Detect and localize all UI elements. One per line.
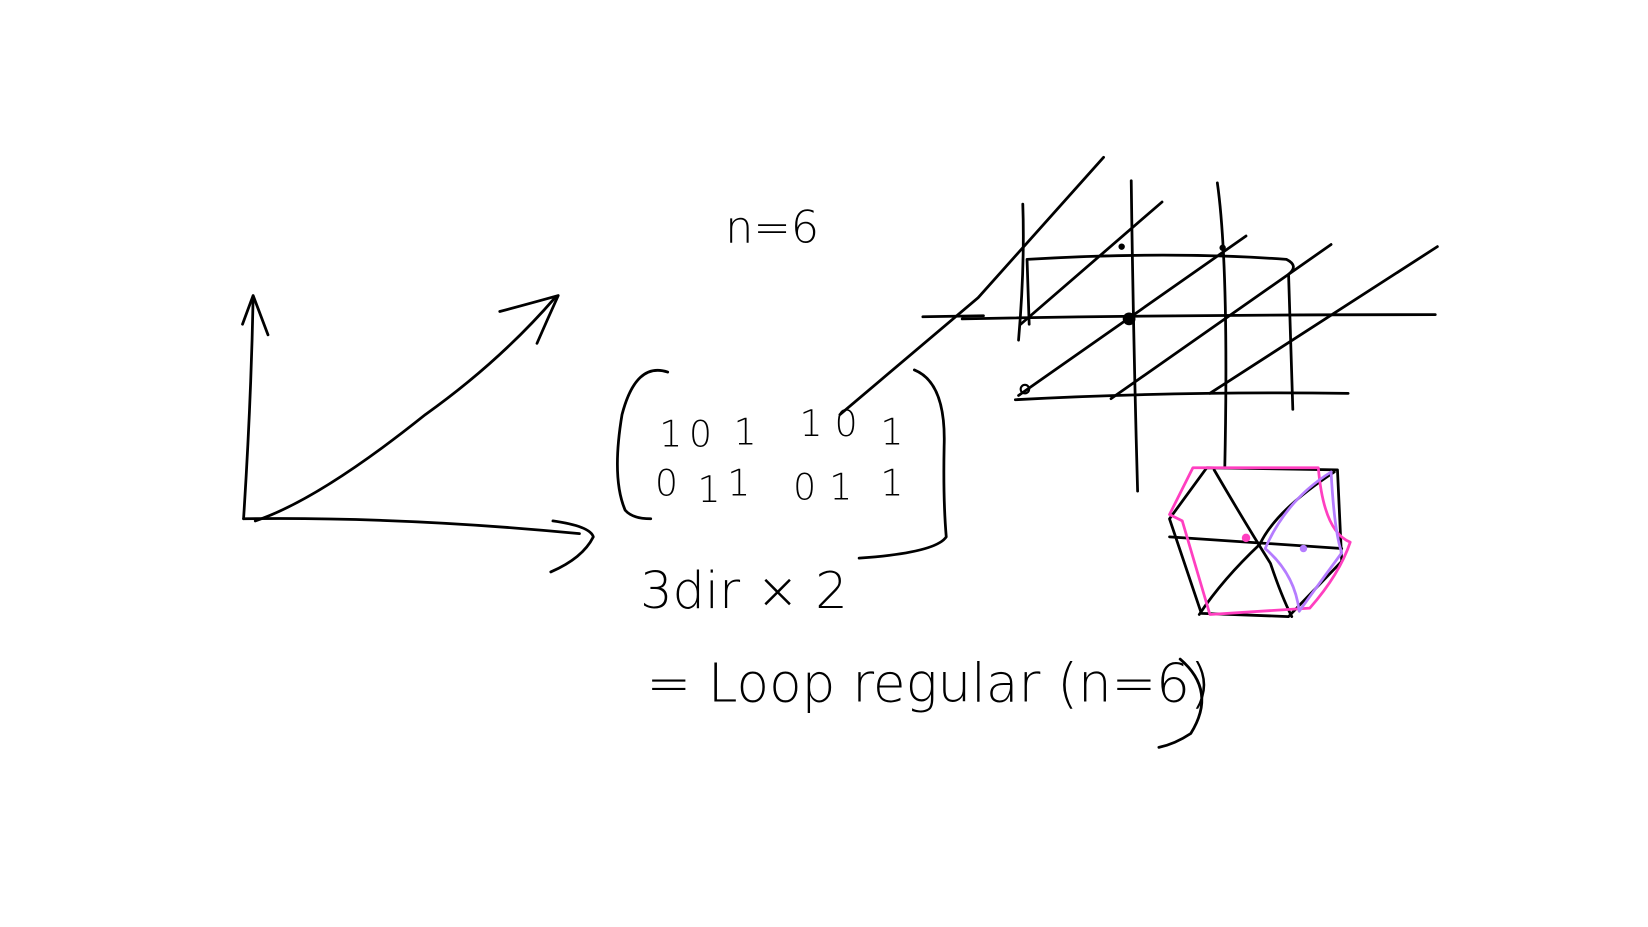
- matrix: 1 0 1 1 0 1 0 1 1 0 1 1: [616, 155, 1105, 560]
- matrix-cell: 0: [689, 412, 712, 455]
- matrix-right-bracket: [857, 368, 948, 560]
- result-label: = Loop regular (n=6): [646, 653, 1210, 715]
- lattice-grid-sketch: [921, 179, 1439, 493]
- directions-label: 3dir × 2: [640, 562, 848, 621]
- pointer-arrow: [838, 155, 1105, 416]
- matrix-row-1: 1 0 1 1 0 1: [659, 402, 903, 456]
- matrix-row-2: 0 1 1 0 1 1: [655, 461, 903, 510]
- matrix-cell: 0: [793, 466, 816, 509]
- matrix-cell: 1: [800, 402, 823, 445]
- matrix-cell: 1: [659, 412, 682, 455]
- coordinate-axes-sketch: [241, 294, 595, 574]
- n-value-label: n=6: [725, 201, 819, 253]
- matrix-left-bracket: [616, 369, 670, 521]
- matrix-cell: 0: [655, 461, 678, 504]
- matrix-cell: 1: [880, 410, 903, 453]
- matrix-cell: 1: [734, 410, 757, 453]
- matrix-cell: 1: [829, 466, 852, 509]
- matrix-cell: 1: [697, 468, 720, 511]
- matrix-cell: 1: [727, 461, 750, 504]
- matrix-cell: 1: [880, 461, 903, 504]
- hexagon-one-ring-sketch: [1168, 466, 1352, 618]
